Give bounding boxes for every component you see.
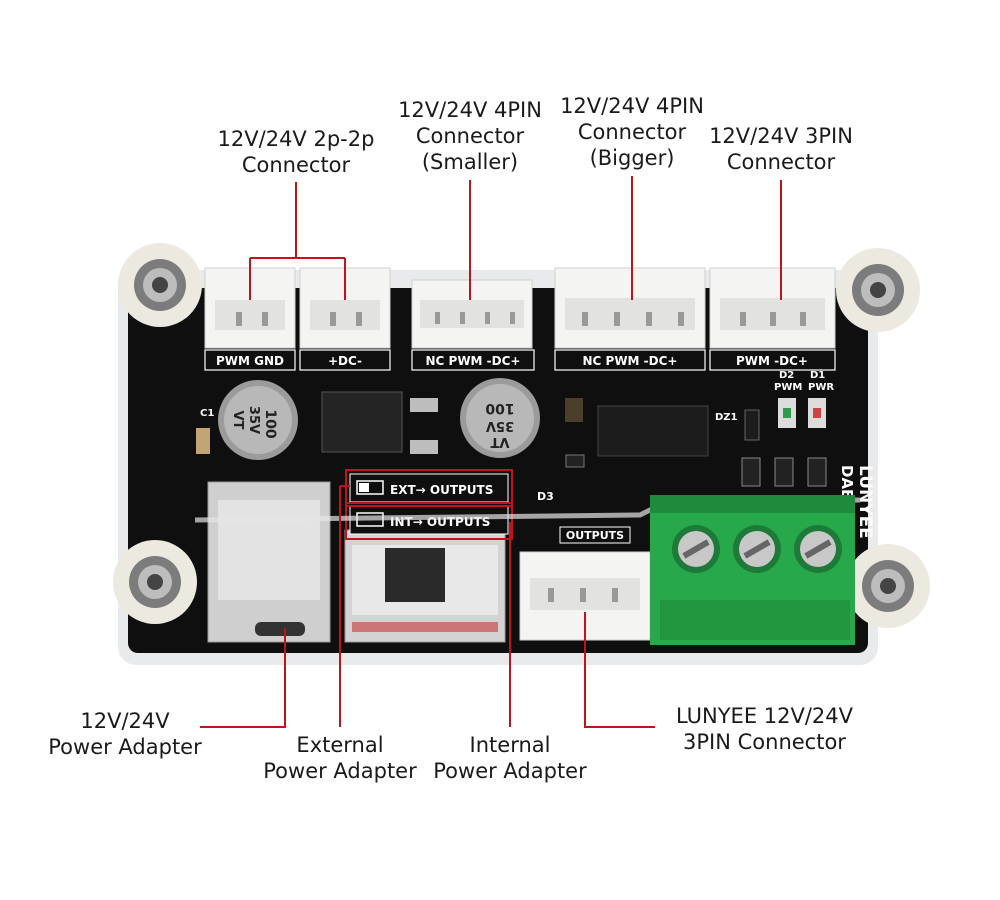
svg-text:100: 100 — [262, 409, 278, 438]
capacitor-right: VT 35V 100 — [460, 378, 540, 458]
pin-label-1: PWM GND — [216, 354, 284, 368]
capacitor-left: 100 35V VT — [218, 380, 298, 460]
callout-3pin-connector: 12V/24V 3PIN Connector — [709, 124, 853, 174]
callout-4pin-bigger: 12V/24V 4PIN Connector (Bigger) — [560, 94, 704, 170]
green-terminal-block — [650, 495, 855, 645]
connector-4pin-bigger — [554, 267, 706, 349]
svg-text:PWR: PWR — [808, 382, 834, 393]
leader-lines — [200, 176, 782, 728]
svg-text:35V: 35V — [246, 406, 261, 434]
standoff-top-right — [836, 248, 920, 332]
svg-text:VT: VT — [230, 411, 245, 430]
svg-text:D3: D3 — [537, 490, 554, 503]
power-jack — [207, 481, 331, 643]
svg-text:100: 100 — [485, 400, 514, 416]
standoff-bottom-left — [113, 540, 197, 624]
capacitor-c4 — [565, 398, 583, 422]
capacitor-c1 — [196, 428, 210, 454]
standoff-bottom-right — [846, 544, 930, 628]
pin-label-3: NC PWM -DC+ — [426, 354, 521, 368]
svg-text:D1: D1 — [810, 370, 825, 381]
voltage-regulator — [321, 391, 403, 453]
callout-2p-2p-connector: 12V/24V 2p-2p Connector — [217, 127, 375, 177]
svg-text:D2: D2 — [779, 370, 794, 381]
pin-label-2: +DC- — [328, 354, 362, 368]
svg-text:C1: C1 — [200, 408, 214, 419]
pin-label-5: PWM -DC+ — [736, 354, 808, 368]
slide-switch — [344, 529, 506, 643]
connector-4pin-smaller — [411, 279, 533, 349]
callout-external-power-adapter: External Power Adapter — [263, 733, 417, 783]
svg-text:DZ1: DZ1 — [715, 412, 738, 423]
svg-text:PWM: PWM — [774, 382, 802, 393]
callout-4pin-smaller: 12V/24V 4PIN Connector (Smaller) — [398, 98, 542, 174]
lunyee-3pin-connector — [519, 551, 651, 641]
pin-label-4: NC PWM -DC+ — [583, 354, 678, 368]
ext-outputs-label: EXT→ OUTPUTS — [390, 483, 493, 497]
svg-text:35V: 35V — [486, 418, 514, 433]
callout-lunyee-3pin-connector: LUNYEE 12V/24V 3PIN Connector — [675, 704, 854, 754]
connector-3pin — [709, 267, 836, 349]
brand-text: LUNYEE — [855, 465, 875, 539]
ic-chip — [597, 405, 709, 457]
callout-internal-power-adapter: Internal Power Adapter — [433, 733, 587, 783]
standoff-top-left — [118, 243, 202, 327]
svg-text:VT: VT — [490, 434, 509, 449]
outputs-label: OUTPUTS — [566, 529, 624, 542]
callout-power-adapter: 12V/24V Power Adapter — [48, 709, 202, 759]
